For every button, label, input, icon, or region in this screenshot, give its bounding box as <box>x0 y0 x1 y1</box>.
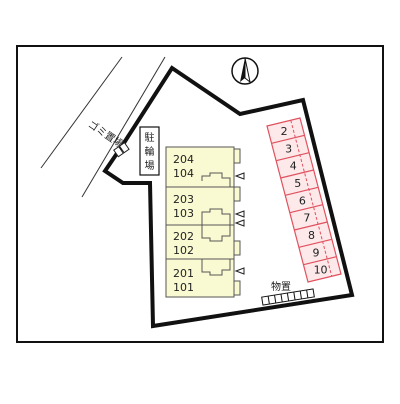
garbage-bin-icon <box>113 142 130 158</box>
unit-upper-number: 203 <box>173 193 194 206</box>
parking-divider <box>298 238 333 248</box>
bicycle-parking-char-1: 駐 <box>145 131 155 144</box>
entrance-marker-icon <box>234 210 245 218</box>
parking-space-number: 10 <box>314 264 328 277</box>
parking-space-number: 5 <box>294 177 301 190</box>
parking-space-number: 7 <box>303 212 310 225</box>
bicycle-parking-char-3: 場 <box>145 159 155 172</box>
entrance-marker-icon <box>234 219 245 227</box>
parking-space-number: 4 <box>290 160 297 173</box>
entrance-marker-icon <box>234 267 245 275</box>
property-boundary <box>102 65 355 329</box>
parking-area: 2 3 4 5 6 7 8 9 10 <box>266 117 342 283</box>
parking-divider <box>271 134 305 144</box>
parking-space-number: 3 <box>285 142 292 155</box>
road-edge-left <box>40 56 123 169</box>
storage-label: 物置 <box>271 280 291 293</box>
unit-lower-number: 102 <box>173 244 194 257</box>
road-edge-right <box>81 56 166 198</box>
parking-divider <box>289 204 323 214</box>
unit-upper-number: 201 <box>173 267 194 280</box>
unit-block: 201 101 <box>165 258 245 298</box>
parking-space-number: 6 <box>299 194 306 207</box>
parking-space-number: 9 <box>313 246 320 259</box>
parking-divider <box>275 152 310 162</box>
parking-divider <box>285 186 319 196</box>
unit-lower-number: 103 <box>173 207 194 220</box>
unit-block: 203 103 <box>165 186 245 226</box>
bicycle-parking-char-2: 輪 <box>145 145 155 158</box>
parking-divider <box>280 169 314 179</box>
unit-upper-number: 204 <box>173 153 194 166</box>
north-arrow-icon <box>231 57 259 85</box>
parking-wheel-stop-line <box>290 120 333 277</box>
unit-lower-number: 104 <box>173 167 194 180</box>
parking-divider <box>294 221 328 231</box>
unit-block: 202 102 <box>165 219 245 260</box>
unit-block: 204 104 <box>165 146 245 188</box>
entrance-marker-icon <box>234 172 245 180</box>
storage-shed: 物置 <box>261 280 315 306</box>
parking-space-number: 2 <box>281 125 288 138</box>
parking-divider <box>303 256 337 266</box>
unit-lower-number: 101 <box>173 281 194 294</box>
parking-space-number: 8 <box>308 229 315 242</box>
unit-upper-number: 202 <box>173 230 194 243</box>
bicycle-parking-box <box>139 126 160 176</box>
apartment-building: 204 104 203 103 202 102 <box>165 146 245 298</box>
